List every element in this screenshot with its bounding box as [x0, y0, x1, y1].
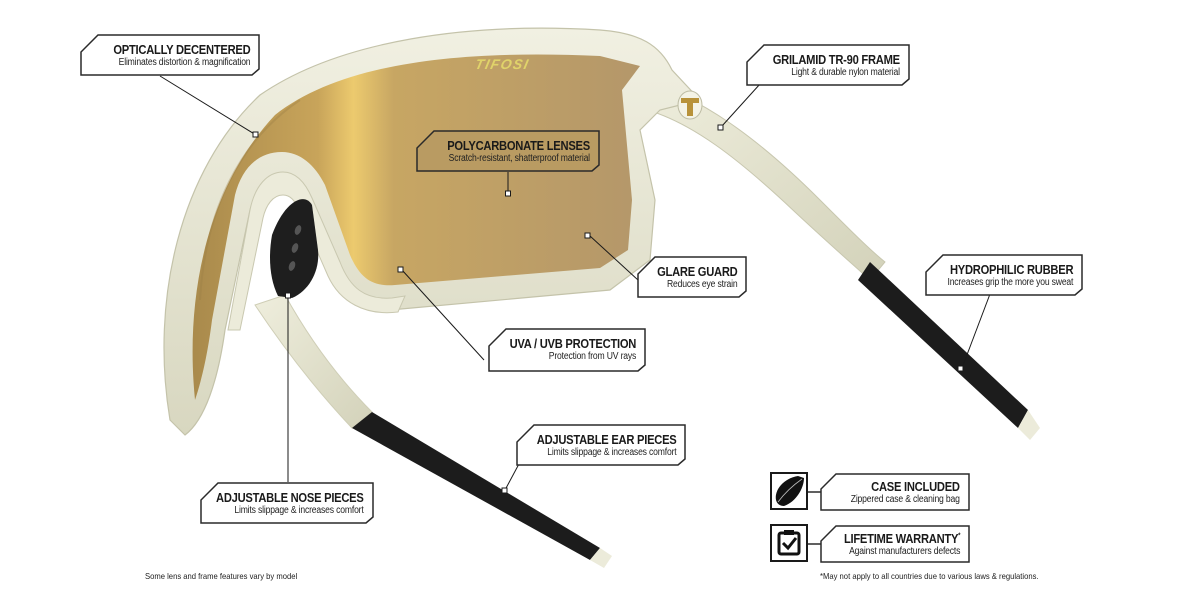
callout-case-included: CASE INCLUDED Zippered case & cleaning b…	[820, 473, 970, 511]
callout-polycarbonate-lenses: POLYCARBONATE LENSES Scratch-resistant, …	[416, 130, 600, 172]
callout-hydrophilic-rubber: HYDROPHILIC RUBBER Increases grip the mo…	[925, 254, 1083, 296]
callout-subtitle: Reduces eye strain	[666, 279, 737, 290]
brand-logo: TIFOSI	[474, 56, 531, 72]
callout-glare-guard: GLARE GUARD Reduces eye strain	[637, 256, 747, 298]
callout-subtitle: Scratch-resistant, shatterproof material	[448, 153, 590, 164]
case-icon-box	[770, 472, 808, 510]
clipboard-check-icon	[777, 530, 801, 556]
callout-title: ADJUSTABLE EAR PIECES	[536, 432, 676, 447]
callout-frame	[820, 473, 970, 511]
footnote-warranty-disclaimer: *May not apply to all countries due to v…	[820, 571, 1039, 581]
callout-title: GLARE GUARD	[656, 264, 738, 279]
callout-title: UVA / UVB PROTECTION	[509, 336, 636, 351]
hinge-logo	[677, 90, 703, 120]
callout-frame	[516, 424, 686, 466]
callout-frame	[80, 34, 260, 76]
leader-lines	[159, 75, 991, 494]
callout-title: OPTICALLY DECENTERED	[112, 42, 250, 57]
callout-title: ADJUSTABLE NOSE PIECES	[216, 490, 364, 505]
callout-subtitle: Eliminates distortion & magnification	[118, 57, 250, 68]
callout-optically-decentered: OPTICALLY DECENTERED Eliminates distorti…	[80, 34, 260, 76]
extra-subtitle: Against manufacturers defects	[848, 546, 960, 557]
callout-frame	[746, 44, 910, 86]
callout-adjustable-nose-pieces: ADJUSTABLE NOSE PIECES Limits slippage &…	[200, 482, 374, 524]
footnote-model-variance: Some lens and frame features vary by mod…	[145, 571, 298, 581]
asterisk-mark: *	[957, 532, 960, 540]
nose-pad	[270, 199, 319, 298]
frame-shield: TIFOSI	[163, 27, 703, 436]
callout-adjustable-ear-pieces: ADJUSTABLE EAR PIECES Limits slippage & …	[516, 424, 686, 466]
extra-title: CASE INCLUDED	[871, 479, 960, 494]
left-temple-arm	[254, 294, 612, 568]
extra-title-text: LIFETIME WARRANTY	[843, 531, 959, 546]
callout-uva-uvb-protection: UVA / UVB PROTECTION Protection from UV …	[488, 328, 646, 372]
callout-subtitle: Limits slippage & increases comfort	[234, 505, 364, 516]
callout-subtitle: Light & durable nylon material	[791, 67, 900, 78]
callout-frame	[200, 482, 374, 524]
connector-line	[808, 491, 822, 493]
callout-title: GRILAMID TR-90 FRAME	[772, 52, 900, 67]
right-temple-arm	[639, 79, 1040, 440]
callout-frame	[820, 525, 970, 563]
callout-subtitle: Limits slippage & increases comfort	[546, 447, 676, 458]
callout-subtitle: Protection from UV rays	[548, 351, 637, 362]
callout-title: POLYCARBONATE LENSES	[447, 138, 590, 153]
callout-grilamid-frame: GRILAMID TR-90 FRAME Light & durable nyl…	[746, 44, 910, 86]
callout-title: HYDROPHILIC RUBBER	[949, 262, 1074, 277]
extra-title: LIFETIME WARRANTY*	[843, 531, 961, 546]
connector-line	[808, 543, 822, 545]
extra-subtitle: Zippered case & cleaning bag	[851, 494, 960, 505]
callout-subtitle: Increases grip the more you sweat	[947, 277, 1073, 288]
case-icon	[775, 476, 804, 506]
callout-frame	[416, 130, 600, 172]
clipboard-icon-box	[770, 524, 808, 562]
callout-lifetime-warranty: LIFETIME WARRANTY* Against manufacturers…	[820, 525, 970, 563]
callout-frame	[925, 254, 1083, 296]
callout-frame	[488, 328, 646, 372]
callout-frame	[637, 256, 747, 298]
